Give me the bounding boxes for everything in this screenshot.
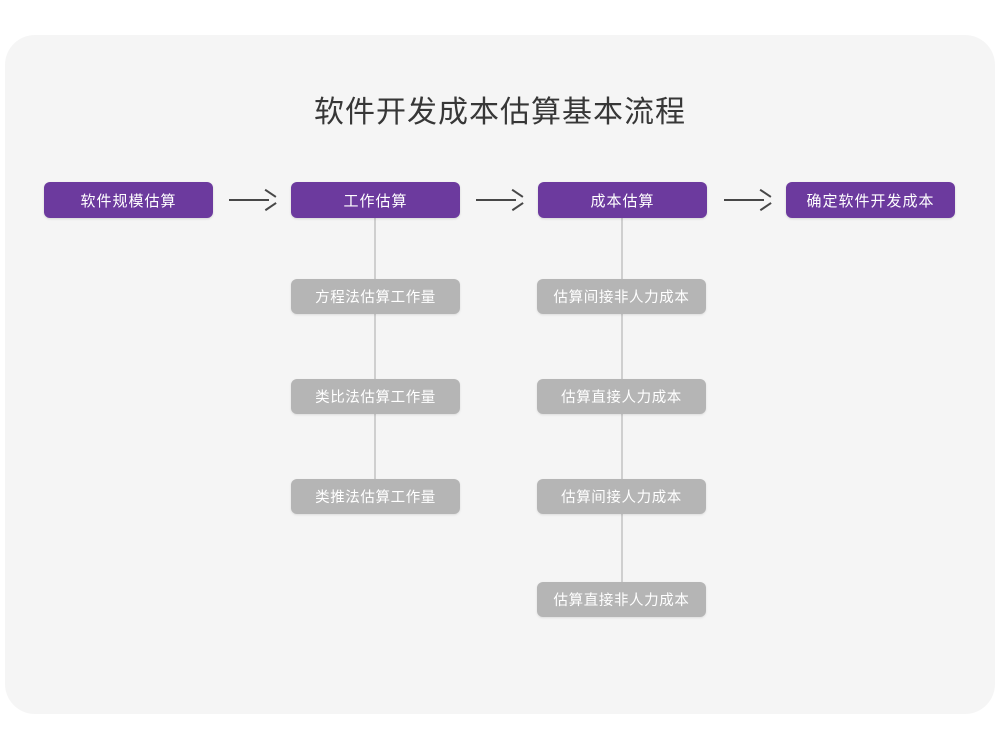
arrow-right-icon xyxy=(229,190,275,210)
flow-node-label: 确定软件开发成本 xyxy=(806,192,935,210)
branch-node-label: 方程法估算工作量 xyxy=(315,290,436,306)
flow-node-determine-development-cost[interactable]: 确定软件开发成本 xyxy=(786,182,955,218)
branch-node-inference-method-effort[interactable]: 类推法估算工作量 xyxy=(291,479,460,514)
arrow-right-icon xyxy=(724,190,770,210)
diagram-card xyxy=(5,35,995,714)
branch-node-direct-labor-cost[interactable]: 估算直接人力成本 xyxy=(537,379,706,414)
diagram-title: 软件开发成本估算基本流程 xyxy=(314,96,686,129)
flow-node-software-size-estimation[interactable]: 软件规模估算 xyxy=(44,182,213,218)
branch-node-label: 类比法估算工作量 xyxy=(315,390,436,406)
branch-node-label: 估算间接人力成本 xyxy=(561,490,682,506)
connector-line-column-1 xyxy=(374,218,376,497)
branch-node-indirect-nonlabor-cost[interactable]: 估算间接非人力成本 xyxy=(537,279,706,314)
flow-node-label: 工作估算 xyxy=(343,192,408,210)
branch-node-label: 估算直接人力成本 xyxy=(561,390,682,406)
branch-node-label: 类推法估算工作量 xyxy=(315,490,436,506)
flow-node-cost-estimation[interactable]: 成本估算 xyxy=(538,182,707,218)
branch-node-analogy-method-effort[interactable]: 类比法估算工作量 xyxy=(291,379,460,414)
branch-node-equation-method-effort[interactable]: 方程法估算工作量 xyxy=(291,279,460,314)
branch-node-indirect-labor-cost[interactable]: 估算间接人力成本 xyxy=(537,479,706,514)
flow-node-label: 软件规模估算 xyxy=(80,192,177,210)
branch-node-label: 估算间接非人力成本 xyxy=(553,290,690,306)
arrow-right-icon xyxy=(476,190,522,210)
flow-node-label: 成本估算 xyxy=(590,192,655,210)
branch-node-label: 估算直接非人力成本 xyxy=(553,593,690,609)
branch-node-direct-nonlabor-cost[interactable]: 估算直接非人力成本 xyxy=(537,582,706,617)
flow-node-effort-estimation[interactable]: 工作估算 xyxy=(291,182,460,218)
